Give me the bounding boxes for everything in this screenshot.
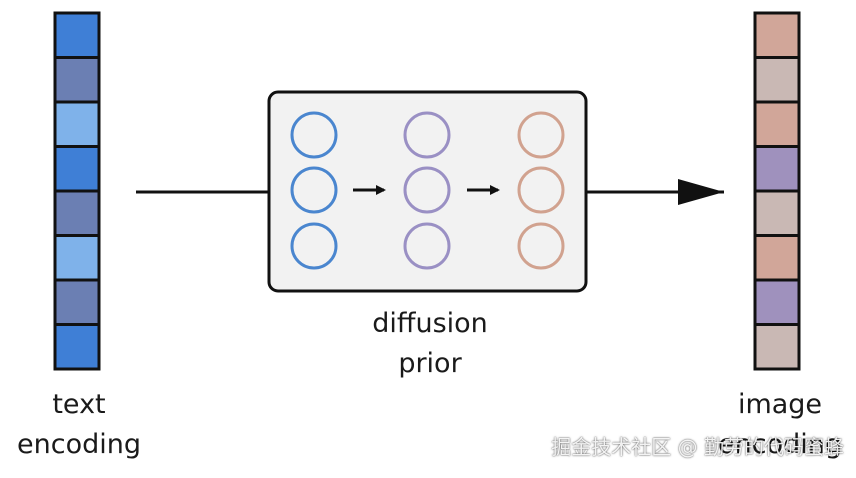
network-node xyxy=(290,166,338,214)
diffusion-prior-box xyxy=(267,90,588,293)
image-encoding-cell xyxy=(753,189,801,237)
diffusion-prior-label-line-2: prior xyxy=(398,348,462,379)
diffusion-prior-label: diffusion prior xyxy=(340,304,520,384)
image-encoding-cell xyxy=(753,100,801,148)
image-encoding-label-line-2: encoding xyxy=(718,429,842,460)
image-encoding-label: image encoding xyxy=(700,385,856,465)
image-encoding-cell xyxy=(753,278,801,326)
image-encoding-label-line-1: image xyxy=(737,389,823,420)
text-encoding-cell xyxy=(53,100,101,148)
network-node xyxy=(290,222,338,270)
text-encoding-vector xyxy=(53,11,101,371)
image-encoding-vector xyxy=(753,11,801,371)
text-encoding-cell xyxy=(53,145,101,193)
image-encoding-cell xyxy=(753,145,801,193)
image-encoding-cell xyxy=(753,234,801,282)
text-encoding-cell xyxy=(53,323,101,371)
text-encoding-cell xyxy=(53,11,101,59)
network-node xyxy=(403,166,451,214)
text-encoding-cell xyxy=(53,189,101,237)
text-encoding-cell xyxy=(53,56,101,104)
node-network xyxy=(290,111,565,270)
text-encoding-label-line-1: text xyxy=(52,389,106,420)
network-node xyxy=(517,222,565,270)
diffusion-prior-label-line-1: diffusion xyxy=(372,308,488,339)
network-node xyxy=(517,166,565,214)
text-encoding-label-line-2: encoding xyxy=(17,429,141,460)
image-encoding-cell xyxy=(753,56,801,104)
text-encoding-cell xyxy=(53,234,101,282)
text-encoding-label: text encoding xyxy=(0,385,158,465)
network-node xyxy=(290,111,338,159)
network-node xyxy=(403,222,451,270)
image-encoding-cell xyxy=(753,323,801,371)
image-encoding-cell xyxy=(753,11,801,59)
watermark: 掘金技术社区 @ 勤劳的代码蜜蜂 xyxy=(551,435,844,459)
text-encoding-cell xyxy=(53,278,101,326)
network-node xyxy=(403,111,451,159)
network-node xyxy=(517,111,565,159)
